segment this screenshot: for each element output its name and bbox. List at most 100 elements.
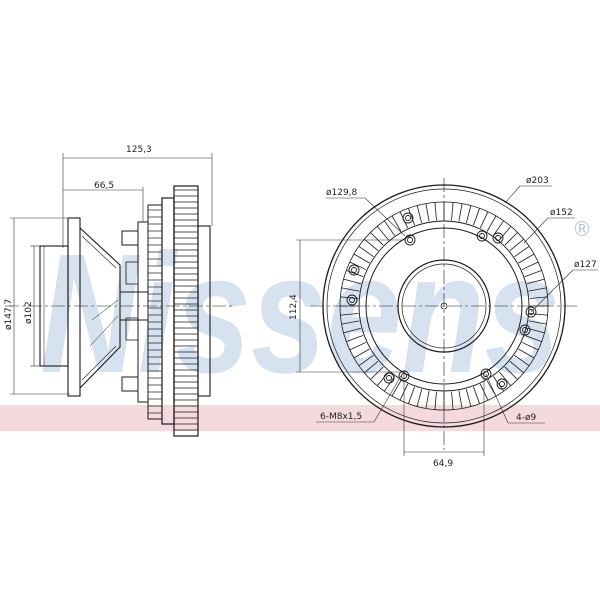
fin-line [509,238,524,252]
fin-line [349,261,367,271]
fin-line [465,205,472,224]
hub-circle [397,259,491,353]
fin-line [425,203,430,222]
center-hole [440,302,448,310]
bolt-hole-inner [483,371,489,377]
fin-line [521,341,539,351]
dim-flange-diameter: ø102 [24,301,34,324]
dim-outer-diameter-side: ø147,7 [4,299,14,330]
fin-line [341,320,360,325]
bolt-hole-inner [495,235,501,241]
fin-line [473,386,480,404]
fin-line [504,232,518,246]
fin-line [408,386,415,404]
fin-line [458,390,463,409]
fin-line [349,341,367,351]
dim-height: 112,4 [289,294,299,320]
bolt-hole [496,378,508,390]
bolt-hole [348,264,360,276]
fin-line [528,287,547,292]
bolt-hole-inner [499,381,505,387]
fin-line [383,376,396,392]
fin-line [358,354,374,367]
fin-line [364,238,379,252]
bolt-hole-inner [522,327,528,333]
fin-line [416,388,423,407]
fin-line [341,287,360,292]
fin-line [492,220,505,236]
dim-bolt-circle: ø127 [574,260,597,270]
watermark-registered: ® [572,217,592,241]
bolt-hole [519,324,531,336]
fin-inner-circle [358,220,530,392]
fin-line [458,203,463,222]
fin-line [340,296,359,299]
fin-line [391,380,402,397]
bolt-hole-inner [407,237,413,243]
dim-width: 64,9 [433,459,453,469]
fin-line [473,208,480,226]
bolt-hole-inner [349,297,355,303]
fin-line [526,278,545,285]
dim-outer-diameter-front: ø203 [526,176,549,186]
fin-line [416,205,423,224]
thread-callout: 6-M8x1,5 [320,412,362,422]
fin-line [353,348,370,359]
fin-line [434,391,437,410]
bolt-hole-inner [386,375,392,381]
fin-line [340,313,359,316]
fin-line [479,211,489,229]
bolt-hole [383,372,395,384]
outer-rim [322,184,566,428]
fin-line [353,253,370,264]
side-view [5,185,235,437]
fin-line [451,202,454,221]
fin-line [518,348,535,359]
dim-hub-length: 66,5 [94,181,114,191]
side-fins [148,189,198,431]
front-dimensions [296,185,598,456]
fin-line [376,371,390,386]
fin-line [376,226,390,241]
bolt-holes [346,212,537,390]
side-dimensions [10,153,213,395]
fin-line [391,215,402,232]
fin-line [486,215,497,232]
dim-pitch-diameter: ø129,8 [326,188,358,198]
fin-line [425,390,430,409]
fin-line [528,320,547,325]
fin-line [514,245,530,258]
fin-line [521,261,539,271]
fin-line [498,371,512,386]
fin-line [434,202,437,221]
bolt-hole [476,230,488,242]
inner-body [365,227,523,385]
bolt-hole [346,294,358,306]
dim-fin-diameter: ø152 [550,208,573,218]
bolt-hole [402,212,414,224]
fin-line [498,226,512,241]
watermark-band [0,405,600,431]
fin-line [383,220,396,236]
bolt-hole [525,306,537,318]
fin-line [451,391,454,410]
fin-line [518,253,535,264]
bolt-hole [480,368,492,380]
flange-hub [67,217,81,397]
bolt-hole-inner [405,215,411,221]
fin-line [514,354,530,367]
fin-outer-circle [339,201,549,411]
fin-line [504,366,518,380]
fin-line [524,270,542,277]
bolt-hole [492,232,504,244]
fin-line [408,208,415,226]
bolt-hole-inner [479,233,485,239]
fin-line [343,327,362,334]
fin-line [358,245,374,258]
fin-line [370,366,384,380]
front-view [310,178,578,450]
fin-line [465,388,472,407]
fin-line [343,278,362,285]
